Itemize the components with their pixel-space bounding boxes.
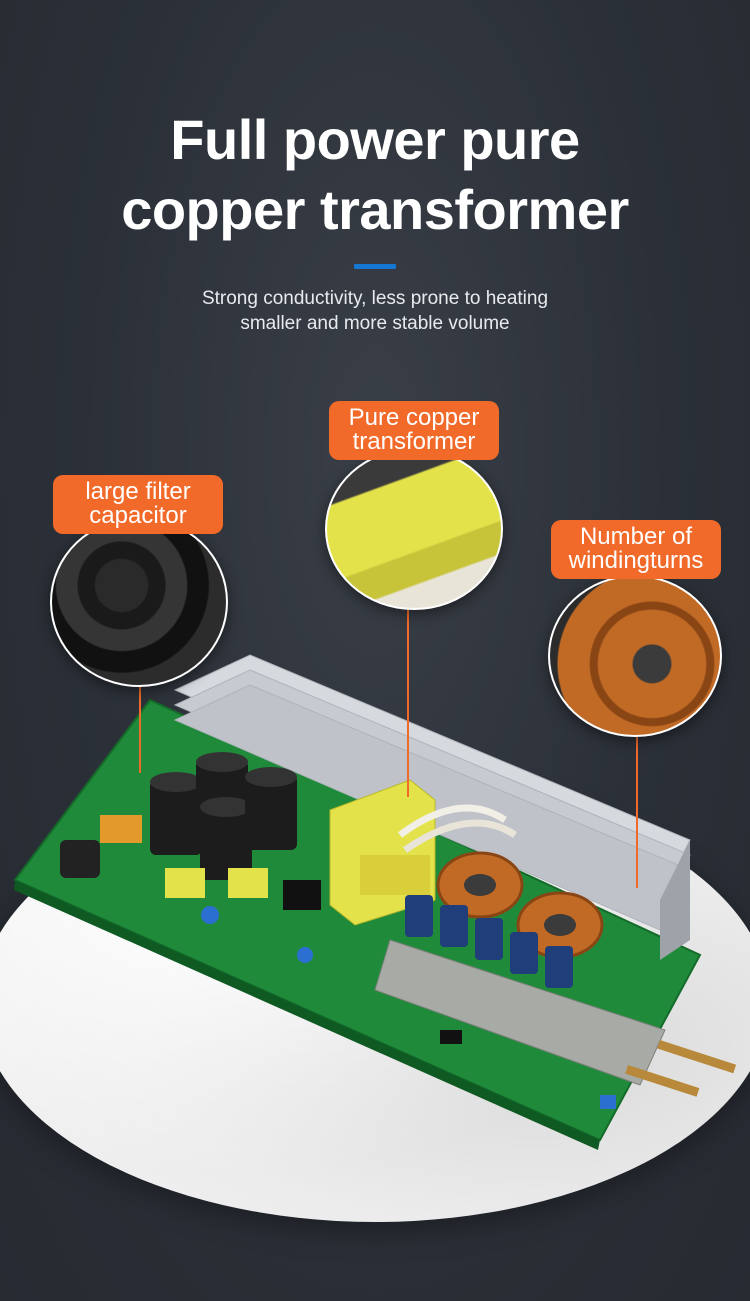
callout-windings: Number of windingturns <box>551 520 721 579</box>
title-line-1: Full power pure <box>170 108 580 171</box>
leader-line-capacitor <box>139 683 141 773</box>
callout-capacitor-line-1: large filter <box>85 478 191 505</box>
main-transformer <box>329 779 517 926</box>
page-subtitle: Strong conductivity, less prone to heati… <box>0 286 750 336</box>
terminal-shield <box>374 939 666 1086</box>
small-transformer-2 <box>228 868 268 898</box>
subtitle-line-1: Strong conductivity, less prone to heati… <box>201 288 549 309</box>
terminal-bolt-2 <box>625 1065 700 1097</box>
page-title: Full power pure copper transformer <box>0 105 750 245</box>
callout-capacitor: large filter capacitor <box>53 475 223 534</box>
callout-windings-line-2: windingturns <box>568 547 704 574</box>
subtitle-line-2: smaller and more stable volume <box>240 313 510 334</box>
transformer-closeup-icon <box>325 448 503 610</box>
leader-line-windings <box>636 733 638 888</box>
callout-capacitor-line-2: capacitor <box>89 502 187 529</box>
accent-divider <box>354 264 396 269</box>
toroid-coil-closeup-icon <box>548 575 722 737</box>
callout-transformer-line-2: transformer <box>352 428 476 455</box>
title-line-2: copper transformer <box>121 178 629 241</box>
toroid-coils <box>436 851 604 959</box>
leader-line-transformer <box>407 607 409 797</box>
callout-transformer-line-1: Pure copper <box>348 404 480 431</box>
callout-transformer: Pure copper transformer <box>329 401 499 460</box>
output-capacitors <box>405 895 573 988</box>
callout-windings-line-1: Number of <box>579 523 693 550</box>
filter-capacitors <box>150 752 297 880</box>
terminal-bolt-1 <box>657 1040 737 1074</box>
small-transformer-1 <box>165 868 205 898</box>
capacitor-closeup-icon <box>50 517 228 687</box>
